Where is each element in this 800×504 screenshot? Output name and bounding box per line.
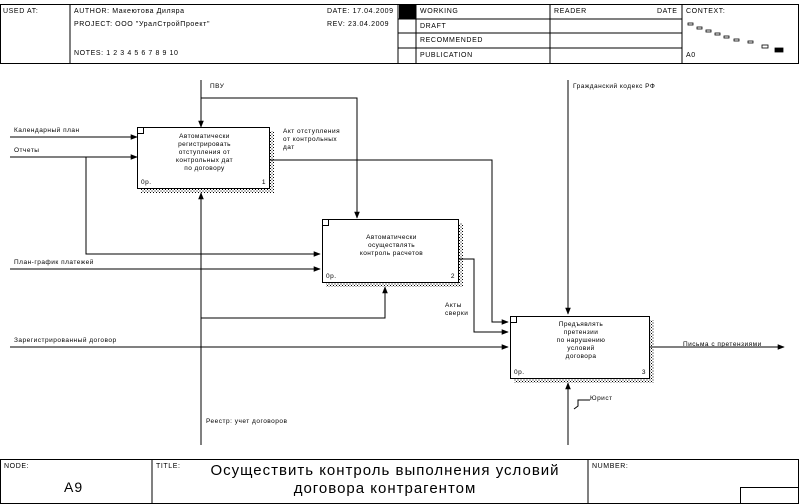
label-civil-code: Гражданский кодекс РФ (573, 83, 656, 90)
reader-label: READER (554, 8, 587, 15)
label-lawyer: Юрист (590, 395, 613, 402)
used-at-label: USED AT: (3, 8, 39, 15)
project-field: PROJECT: ООО "УралСтройПроект" (74, 21, 211, 28)
node-value: A9 (64, 479, 84, 495)
status-publication: PUBLICATION (420, 52, 473, 59)
box-corner-mark (323, 220, 329, 226)
activity-box-1-label: Автоматически регистрировать отступления… (176, 133, 233, 172)
activity-box-2[interactable]: Автоматически осуществлять контроль расч… (322, 219, 459, 283)
activity-box-2-number: 2 (450, 273, 455, 280)
notes-field: NOTES: 1 2 3 4 5 6 7 8 9 10 (74, 50, 179, 57)
activity-box-1[interactable]: Автоматически регистрировать отступления… (137, 127, 270, 189)
activity-box-3[interactable]: Предъявлять претензии по нарушению услов… (510, 316, 650, 379)
date-field: DATE: 17.04.2009 (327, 8, 394, 15)
activity-box-1-cost: 0р. (141, 179, 152, 186)
label-calendar-plan: Календарный план (14, 127, 80, 134)
status-draft: DRAFT (420, 23, 447, 30)
context-node: A0 (686, 52, 696, 59)
activity-box-3-cost: 0р. (514, 369, 525, 376)
arrow-lawyer-tick (573, 399, 590, 410)
label-reports: Отчеты (14, 147, 40, 154)
arrow-act-deviation (270, 159, 509, 325)
label-acts-reconciliation: Акты сверки (445, 302, 469, 317)
label-claim-letters: Письма с претензиями (683, 341, 762, 348)
rev-field: REV: 23.04.2009 (327, 21, 390, 28)
label-registered-contract: Зарегистрированный договор (14, 337, 117, 344)
number-label: NUMBER: (592, 463, 629, 470)
label-pvu: ПВУ (210, 83, 225, 90)
activity-box-3-label: Предъявлять претензии по нарушению услов… (556, 321, 606, 360)
activity-box-2-cost: 0р. (326, 273, 337, 280)
arrow-acts-reconciliation (459, 258, 509, 335)
arrow-registry-branch (201, 286, 388, 319)
box-corner-mark (138, 128, 144, 134)
header-frame (0, 4, 799, 64)
status-working: WORKING (420, 8, 459, 15)
arrow-pvu-branch (201, 97, 360, 219)
title-label: TITLE: (156, 463, 181, 470)
status-recommended: RECOMMENDED (420, 37, 483, 44)
context-mini-diagram (687, 22, 784, 53)
node-label: NODE: (4, 463, 30, 470)
arrow-reports-branch (85, 157, 321, 257)
activity-box-3-number: 3 (641, 369, 646, 376)
activity-box-1-number: 1 (261, 179, 266, 186)
label-act-deviation: Акт отступления от контрольных дат (283, 128, 341, 151)
activity-box-2-label: Автоматически осуществлять контроль расч… (359, 234, 424, 257)
context-label: CONTEXT: (686, 8, 726, 15)
label-payment-schedule: План-график платежей (14, 259, 94, 266)
reader-date-label: DATE (657, 8, 678, 15)
box-corner-mark (511, 317, 517, 323)
author-field: AUTHOR: Макеютова Диляра (74, 8, 185, 15)
working-status-marker (399, 5, 416, 19)
diagram-title: Осуществить контроль выполнения условий … (210, 462, 560, 497)
label-registry: Реестр: учет договоров (206, 418, 288, 425)
